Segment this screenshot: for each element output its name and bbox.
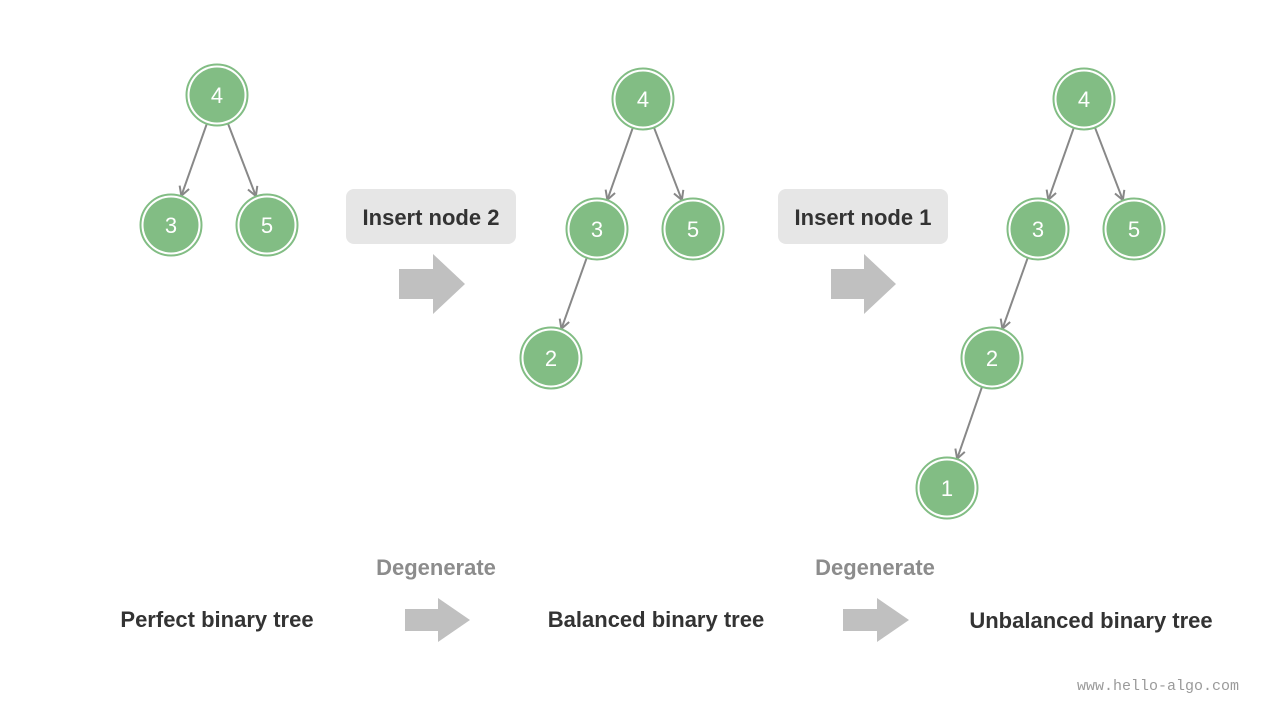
edge-u3-u2 [1002,257,1029,329]
edge-u4-u3 [1048,127,1075,200]
node-circle [1010,201,1066,257]
edges-layer [181,123,1123,459]
tree-node: 4 [611,67,675,131]
node-label: 1 [941,476,953,501]
nodes-layer: 4 3 5 4 3 5 2 4 3 5 2 1 [139,63,1166,520]
caption-unbalanced-binary-tree: Unbalanced binary tree [969,608,1212,633]
tree-node: 4 [1052,67,1116,131]
degenerate-label-2: Degenerate [815,555,935,580]
tree-node: 2 [519,326,583,390]
step-arrow-2 [831,254,896,314]
watermark: www.hello-algo.com [1077,678,1239,695]
tree-node: 1 [915,456,979,520]
insert-step-2: Insert node 1 [778,189,948,314]
tree-node: 5 [661,197,725,261]
node-label: 5 [1128,217,1140,242]
degenerate-arrow-1 [405,598,470,642]
node-label: 4 [1078,87,1090,112]
node-circle [615,71,671,127]
edge-b4-b3 [607,127,634,200]
node-label: 4 [211,83,223,108]
tree-node: 5 [235,193,299,257]
insert-node-2-box [346,189,516,244]
tree-node: 2 [960,326,1024,390]
node-label: 4 [637,87,649,112]
insert-node-1-label: Insert node 1 [795,205,932,230]
tree-node: 3 [139,193,203,257]
node-label: 2 [545,346,557,371]
edge-b3-b2 [561,257,588,329]
node-circle [239,197,295,253]
node-label: 5 [261,213,273,238]
captions-row: Perfect binary tree Degenerate Balanced … [120,555,1213,642]
insert-node-1-box [778,189,948,244]
node-label: 2 [986,346,998,371]
tree-node: 4 [185,63,249,127]
node-label: 3 [591,217,603,242]
degenerate-arrow-2 [843,598,909,642]
node-circle [189,67,245,123]
node-circle [665,201,721,257]
node-circle [964,330,1020,386]
node-circle [569,201,625,257]
edge-p4-p3 [181,123,208,196]
node-label: 5 [687,217,699,242]
node-circle [1106,201,1162,257]
tree-node: 3 [565,197,629,261]
edge-u4-u5 [1094,127,1123,200]
node-circle [919,460,975,516]
node-label: 3 [165,213,177,238]
node-circle [143,197,199,253]
node-circle [523,330,579,386]
degenerate-label-1: Degenerate [376,555,496,580]
insert-node-2-label: Insert node 2 [363,205,500,230]
step-arrow-1 [399,254,465,314]
edge-b4-b5 [653,127,682,200]
tree-node: 3 [1006,197,1070,261]
node-circle [1056,71,1112,127]
insert-step-1: Insert node 2 [346,189,516,314]
edge-p4-p5 [227,123,256,196]
edge-u2-u1 [957,386,983,458]
node-label: 3 [1032,217,1044,242]
tree-node: 5 [1102,197,1166,261]
caption-balanced-binary-tree: Balanced binary tree [548,607,764,632]
caption-perfect-binary-tree: Perfect binary tree [120,607,313,632]
